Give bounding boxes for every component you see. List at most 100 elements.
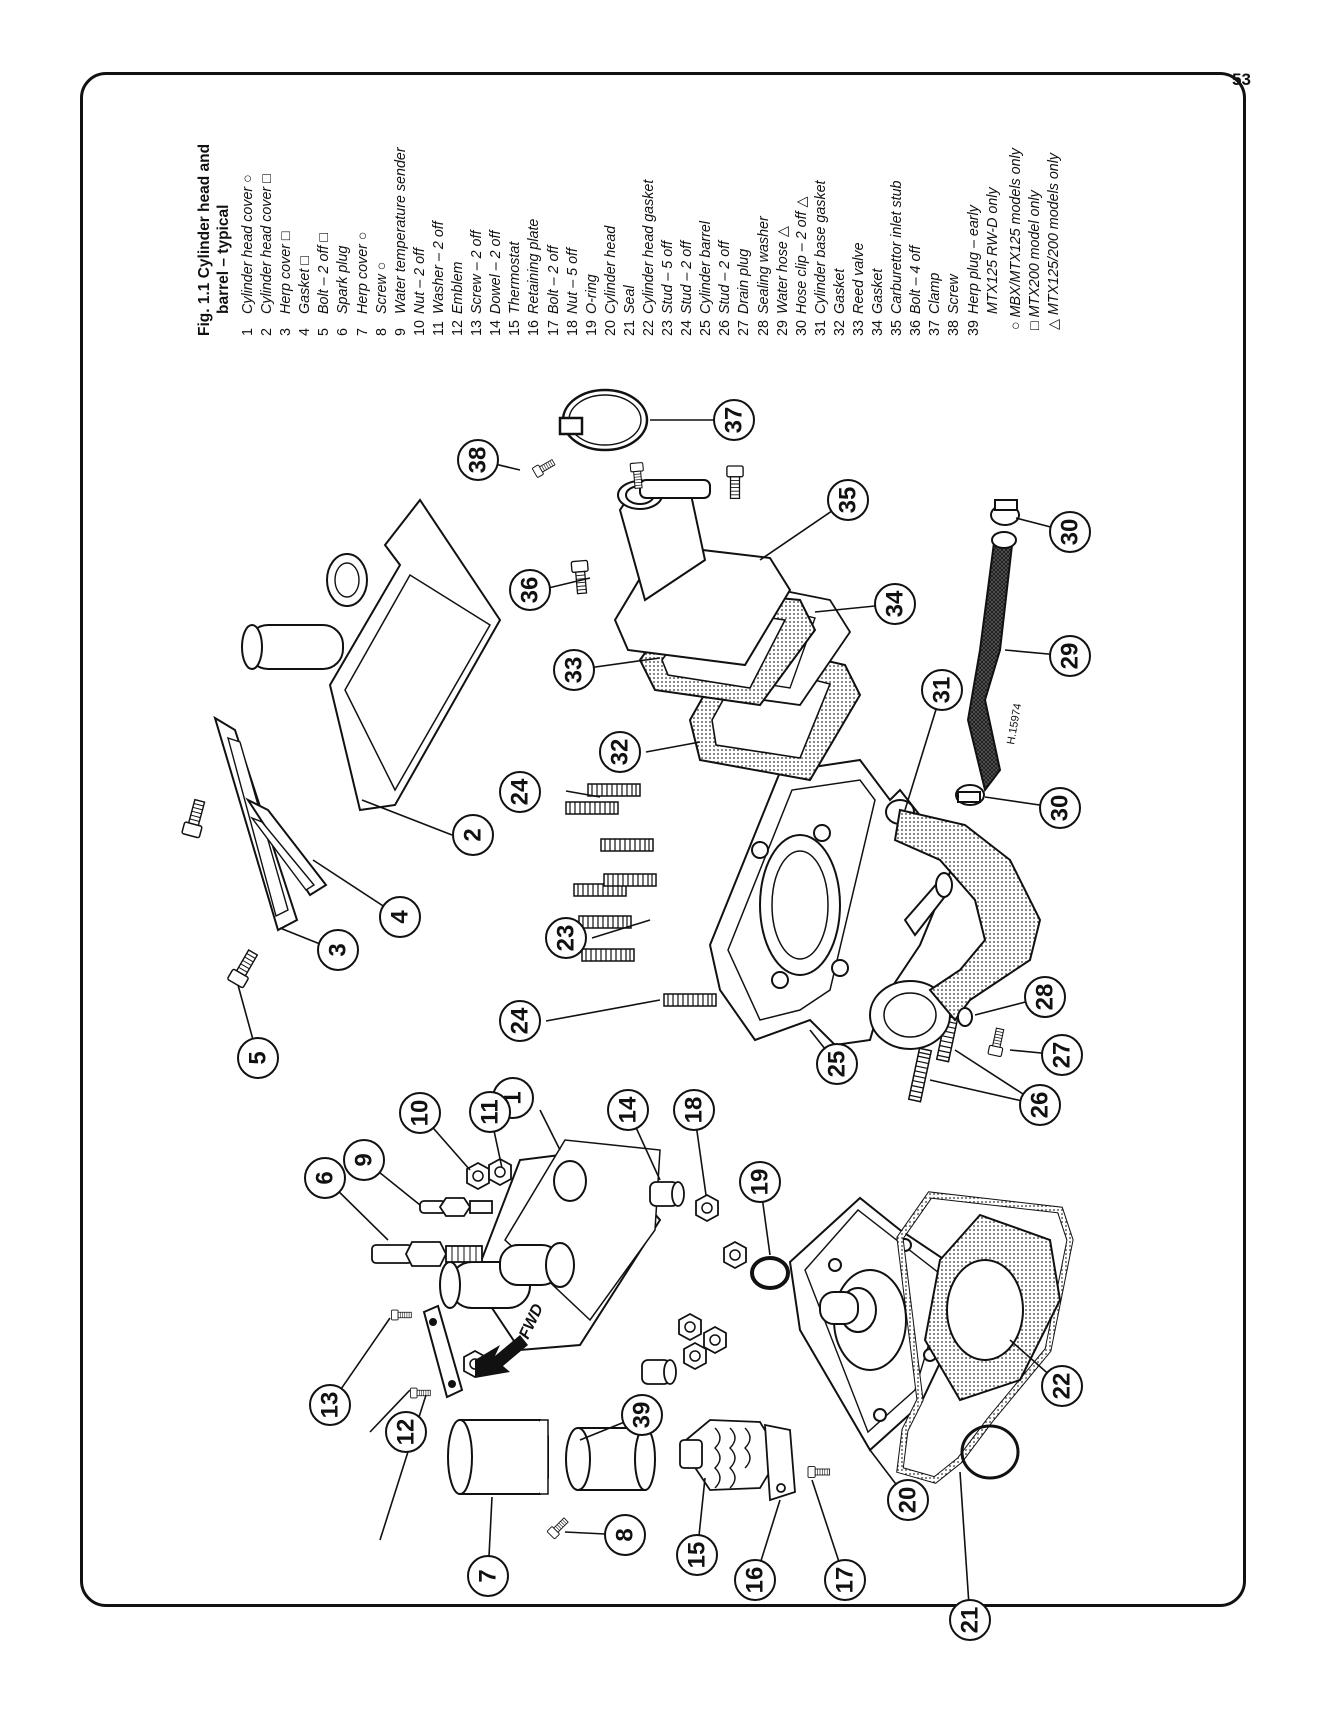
hose-clip-30-lower [955, 784, 985, 806]
callout-label: 22 [1049, 1373, 1076, 1400]
callout-7: 7 [467, 1555, 509, 1597]
dowel-14 [641, 1181, 685, 1385]
callout-label: 28 [1032, 984, 1059, 1011]
callout-label: 35 [835, 487, 862, 514]
cylinder-head-cover-1 [439, 1139, 662, 1352]
callout-30: 30 [1049, 511, 1091, 553]
cylinder-barrel-25 [708, 758, 957, 1050]
callout-35: 35 [827, 479, 869, 521]
callout-10: 10 [399, 1092, 441, 1134]
callout-22: 22 [1041, 1365, 1083, 1407]
callout-19: 19 [739, 1161, 781, 1203]
callout-label: 24 [507, 778, 534, 805]
callout-9: 9 [343, 1139, 385, 1181]
clamp-37 [558, 388, 649, 452]
callout-21: 21 [949, 1599, 991, 1641]
carburettor-inlet-stub-35 [613, 478, 792, 667]
callout-14: 14 [607, 1089, 649, 1131]
callout-6: 6 [304, 1157, 346, 1199]
cylinder-head-cover-2 [241, 498, 502, 812]
callout-label: 9 [351, 1153, 378, 1166]
callout-29: 29 [1049, 635, 1091, 677]
callout-label: 36 [517, 577, 544, 604]
callout-24: 24 [499, 1000, 541, 1042]
emblem-12 [422, 1304, 464, 1399]
callout-label: 34 [882, 590, 909, 617]
callout-36: 36 [509, 569, 551, 611]
callout-15: 15 [676, 1534, 718, 1576]
callout-label: 32 [607, 739, 634, 766]
o-ring-19 [750, 1256, 790, 1290]
callout-11: 11 [469, 1091, 511, 1133]
drawing-code: H.15974 [1005, 702, 1024, 745]
callout-label: 26 [1027, 1092, 1054, 1119]
callout-label: 20 [895, 1487, 922, 1514]
callout-26: 26 [1019, 1084, 1061, 1126]
callout-label: 10 [407, 1100, 434, 1127]
callout-label: 38 [465, 447, 492, 474]
callout-label: 19 [747, 1169, 774, 1196]
callout-label: 25 [824, 1051, 851, 1078]
callout-3: 3 [317, 929, 359, 971]
spark-plug-6 [371, 1241, 483, 1267]
callout-label: 24 [507, 1007, 534, 1034]
cylinder-base-gasket-31 [893, 808, 1042, 1022]
callout-label: 11 [477, 1099, 504, 1124]
callout-23: 23 [545, 917, 587, 959]
callout-label: 2 [460, 828, 487, 841]
callout-label: 3 [325, 943, 352, 956]
callout-31: 31 [921, 669, 963, 711]
sealing-washer-28 [957, 1007, 973, 1027]
callout-label: 33 [561, 657, 588, 684]
callout-13: 13 [309, 1384, 351, 1426]
callout-37: 37 [713, 399, 755, 441]
callout-30: 30 [1039, 787, 1081, 829]
callout-label: 30 [1047, 795, 1074, 822]
callout-18: 18 [673, 1089, 715, 1131]
callout-4: 4 [379, 896, 421, 938]
water-hose-29 [966, 533, 1014, 793]
callout-38: 38 [457, 439, 499, 481]
callout-label: 37 [721, 407, 748, 434]
callout-label: 8 [612, 1528, 639, 1541]
callout-33: 33 [553, 649, 595, 691]
callout-label: 17 [832, 1567, 859, 1594]
callout-label: 13 [317, 1392, 344, 1419]
callout-5: 5 [237, 1037, 279, 1079]
callout-label: 27 [1049, 1042, 1076, 1069]
callout-label: 18 [681, 1097, 708, 1124]
callout-label: 5 [245, 1051, 272, 1064]
water-temperature-sender-9 [419, 1197, 493, 1217]
callout-27: 27 [1041, 1034, 1083, 1076]
hose-clip-30-upper [990, 499, 1020, 526]
callout-16: 16 [734, 1559, 776, 1601]
callout-label: 23 [553, 925, 580, 952]
callout-25: 25 [816, 1043, 858, 1085]
page-frame [80, 72, 1246, 1607]
callout-label: 16 [742, 1567, 769, 1594]
retaining-plate-16 [764, 1423, 796, 1502]
callout-label: 14 [615, 1096, 642, 1123]
callout-39: 39 [621, 1394, 663, 1436]
callout-label: 4 [387, 910, 414, 924]
callout-label: 15 [684, 1542, 711, 1569]
callout-34: 34 [874, 583, 916, 625]
callout-32: 32 [599, 731, 641, 773]
callout-28: 28 [1024, 976, 1066, 1018]
callout-label: 31 [929, 677, 956, 704]
callout-24: 24 [499, 771, 541, 813]
gasket-4 [245, 797, 328, 897]
callout-label: 7 [475, 1569, 502, 1582]
callout-label: 21 [957, 1607, 984, 1634]
callout-8: 8 [604, 1514, 646, 1556]
callout-2: 2 [452, 814, 494, 856]
callout-20: 20 [887, 1479, 929, 1521]
callout-17: 17 [824, 1559, 866, 1601]
herp-plug-39 [565, 1427, 656, 1491]
callout-label: 39 [629, 1402, 656, 1429]
callout-label: 6 [312, 1171, 339, 1184]
cylinder-head-gasket-22 [923, 1213, 1062, 1402]
callout-label: 29 [1057, 643, 1084, 670]
